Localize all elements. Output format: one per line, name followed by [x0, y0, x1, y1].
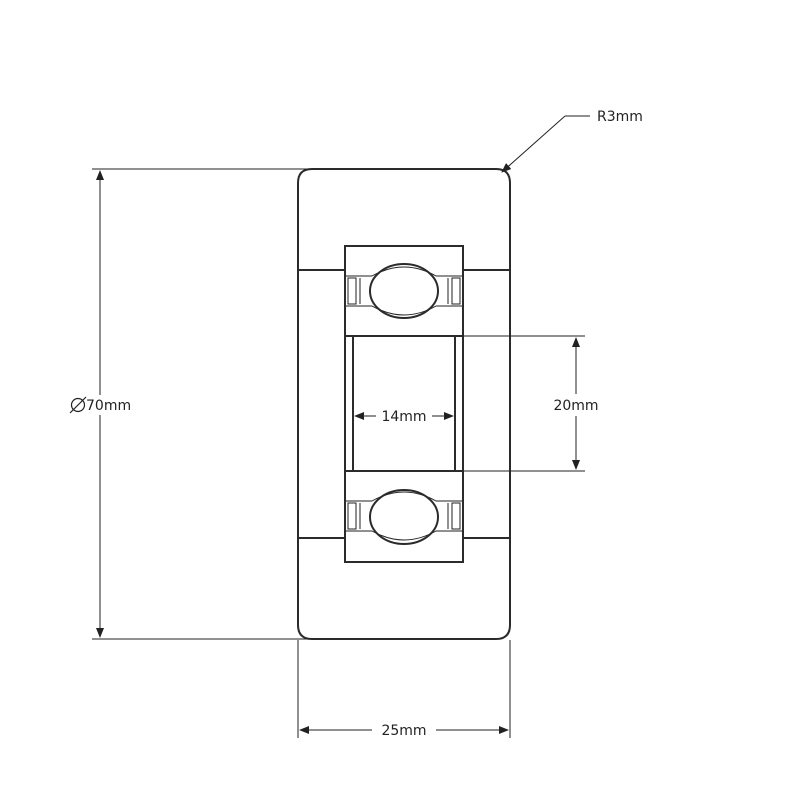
width-label: 25mm — [381, 723, 426, 739]
seal-right-bottom — [451, 502, 461, 530]
bore — [344, 336, 464, 471]
inner-race-top — [344, 305, 464, 337]
dimension-width: 25mm — [297, 640, 511, 739]
bore-width-label: 14mm — [381, 409, 426, 425]
seal-right-top — [451, 277, 461, 305]
dimension-outer-diameter: 70mm — [66, 168, 310, 640]
bore-diameter-label: 20mm — [553, 398, 598, 414]
ball-bottom — [369, 489, 439, 545]
seal-left-bottom — [347, 502, 357, 530]
seal-left-top — [347, 277, 357, 305]
ball-top — [369, 263, 439, 319]
diameter-symbol-icon — [69, 396, 87, 414]
roller-tyre-top — [297, 168, 511, 271]
roller-tyre-bottom — [297, 537, 511, 640]
radius-label: R3mm — [597, 109, 643, 125]
roller-tyre-sides — [297, 269, 511, 539]
radius-callout: R3mm — [501, 109, 643, 173]
outer-race-top — [344, 245, 464, 277]
bearing-bottom — [344, 470, 464, 563]
dimension-bore-width: 14mm — [354, 409, 454, 425]
bearing-top — [344, 245, 464, 337]
outer-diameter-label: 70mm — [86, 398, 131, 414]
outer-race-bottom — [344, 530, 464, 563]
inner-race-bottom — [344, 470, 464, 502]
dimension-bore-diameter: 20mm — [463, 335, 599, 472]
